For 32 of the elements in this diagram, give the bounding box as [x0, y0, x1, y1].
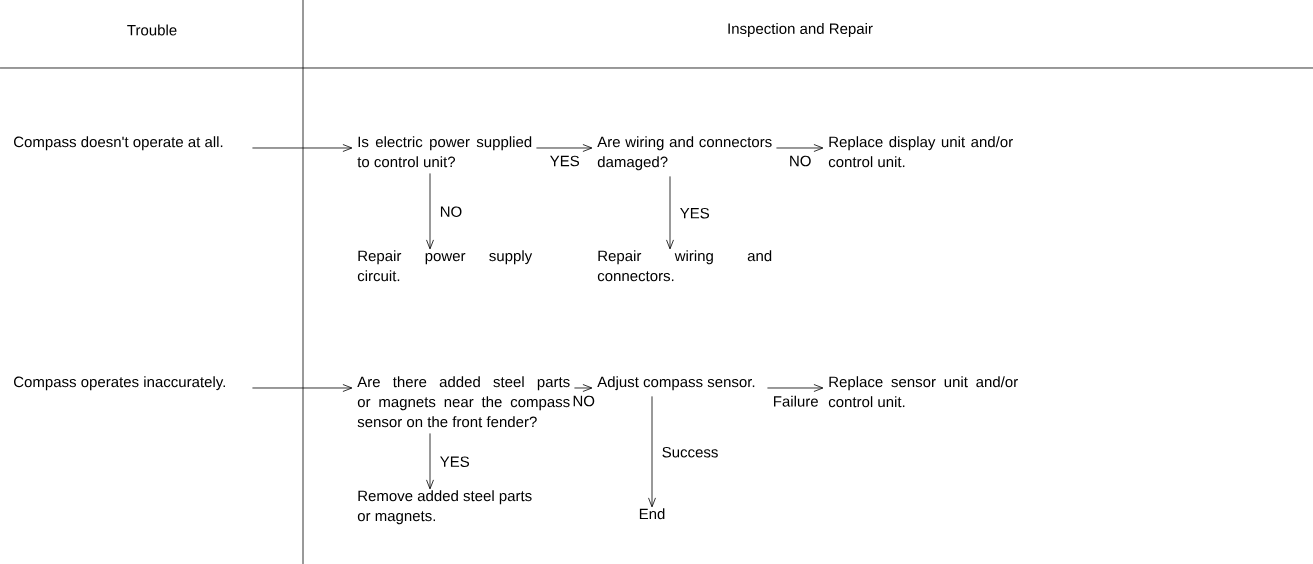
arrow — [666, 176, 674, 250]
column-header: Inspection and Repair — [728, 23, 873, 37]
action-text: Repair wiring and connectors. — [597, 250, 772, 282]
column-header: Trouble — [127, 24, 177, 36]
edge-label: Success — [660, 445, 720, 459]
arrow — [252, 384, 353, 392]
arrow — [648, 395, 656, 508]
arrow — [426, 173, 434, 250]
edge-label: YES — [438, 454, 472, 469]
action-text: Replace display unit and/or control unit. — [828, 136, 1013, 168]
arrow — [574, 384, 593, 392]
trouble-text: Compass doesn't operate at all. — [14, 136, 223, 151]
edge-label: YES — [678, 206, 712, 220]
edge-label: NO — [570, 394, 597, 408]
edge-label: NO — [787, 154, 813, 168]
action-text: Repair power supply circuit. — [357, 250, 533, 282]
end-text: End — [639, 508, 665, 520]
arrow — [776, 144, 824, 152]
trouble-text: Compass operates inaccurately. — [14, 376, 225, 391]
edge-label: Failure — [771, 394, 821, 409]
arrow — [426, 433, 434, 490]
question-text: Is electric power supplied to control unit? — [357, 136, 532, 168]
arrow — [767, 384, 824, 392]
action-text: Adjust compass sensor. — [597, 376, 755, 391]
question-text: Are there added steel parts or magnets near the compass sensor on the front fender? — [357, 376, 570, 428]
action-text: Remove added steel parts or magnets. — [357, 490, 532, 525]
arrow — [252, 144, 353, 152]
edge-label: YES — [548, 154, 582, 168]
action-text: Replace sensor unit and/or control unit. — [828, 376, 1018, 408]
edge-label: NO — [438, 204, 464, 219]
question-text: Are wiring and connectors damaged? — [597, 136, 772, 171]
arrow — [536, 144, 593, 152]
